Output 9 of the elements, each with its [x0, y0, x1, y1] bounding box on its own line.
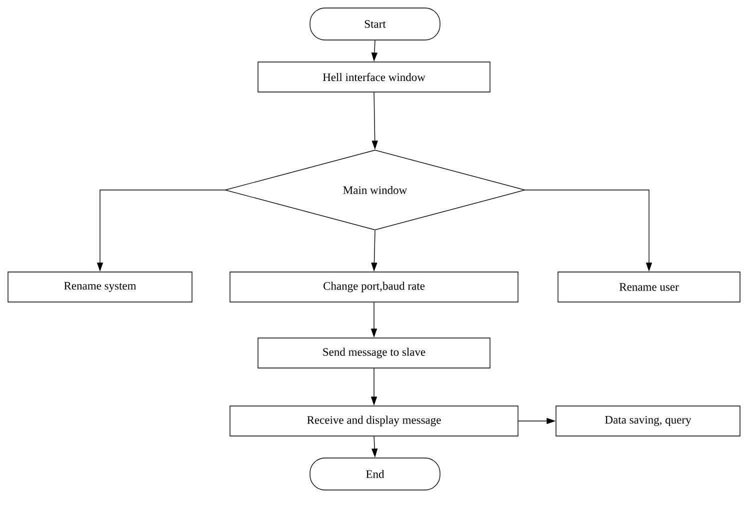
process-box: Hell interface window: [258, 62, 490, 92]
terminal-box: Start: [310, 8, 440, 40]
process-box: Send message to slave: [258, 338, 490, 368]
process-box: Receive and display message: [230, 406, 518, 436]
process-box: Rename system: [8, 272, 192, 302]
process-box: Rename user: [558, 272, 740, 302]
process-box: Data saving, query: [556, 406, 740, 436]
process-box: Change port,baud rate: [230, 272, 518, 302]
terminal-box: End: [310, 458, 440, 490]
